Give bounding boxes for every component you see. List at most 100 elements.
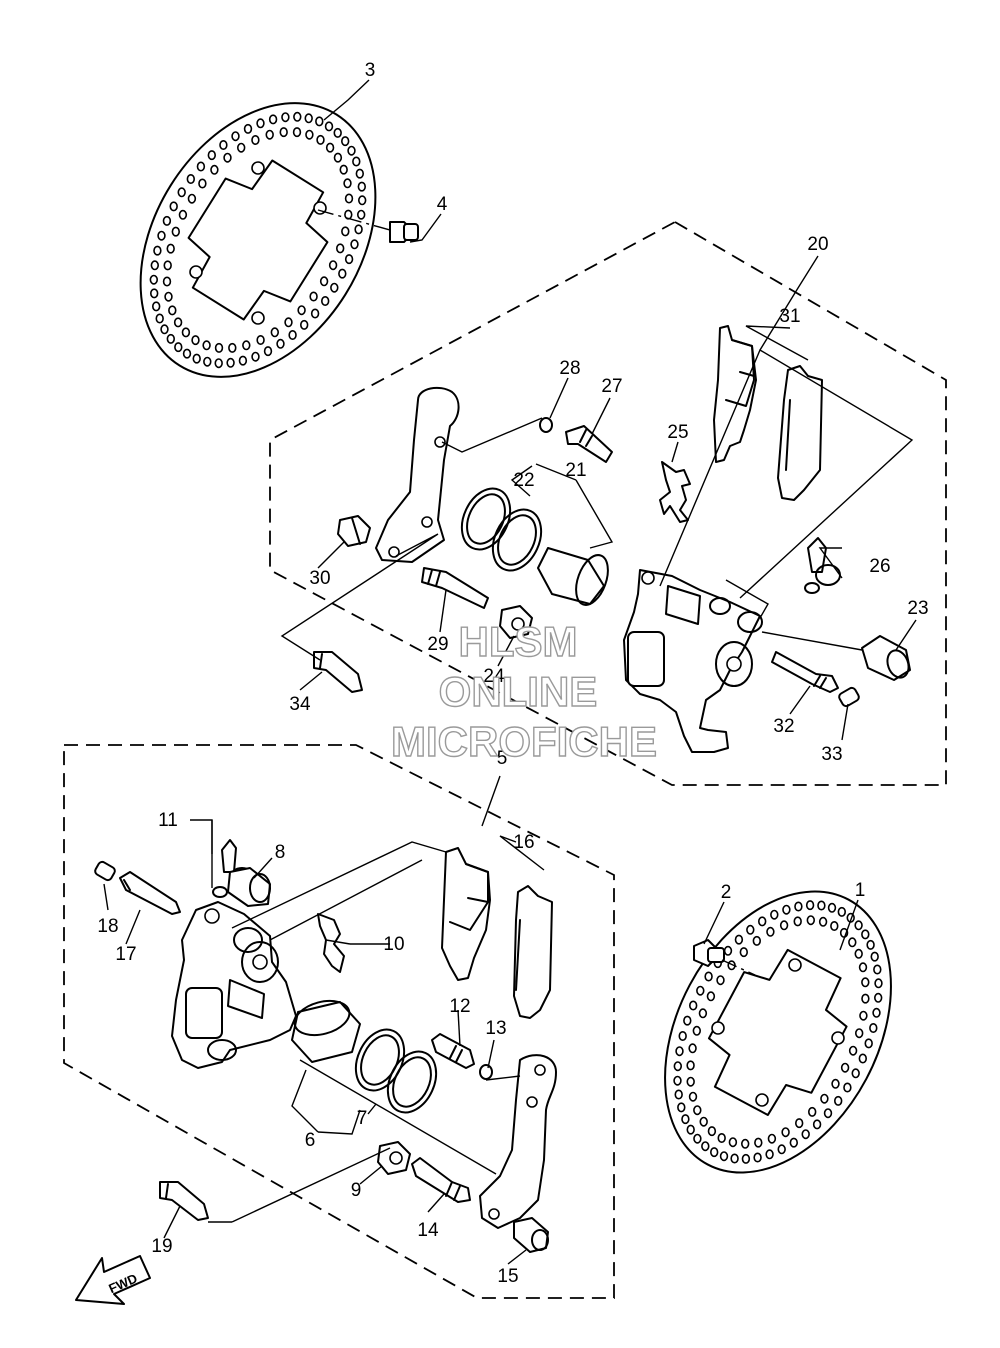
disc-vent-hole: [688, 1043, 697, 1054]
disc-vent-hole: [325, 142, 335, 153]
disc-vent-hole: [162, 276, 172, 287]
disc-vent-hole: [779, 920, 789, 931]
collar-8: [227, 867, 271, 907]
callout-3: 3: [365, 60, 376, 81]
bolt-34: [313, 651, 363, 693]
disc-vent-hole: [741, 1153, 751, 1164]
disc-vent-hole: [827, 902, 837, 913]
disc-vent-hole: [801, 1129, 810, 1140]
disc-vent-hole: [673, 1075, 682, 1086]
disc-vent-hole: [355, 168, 364, 179]
piston-seals-7: [354, 1028, 438, 1114]
disc-vent-hole: [858, 1053, 867, 1064]
callout-17: 17: [115, 944, 136, 965]
disc-vent-hole: [163, 260, 172, 271]
bolt-14: [411, 1157, 471, 1203]
disc-vent-hole: [150, 288, 159, 299]
disc-vent-hole: [196, 161, 206, 172]
piston-21: [537, 547, 609, 606]
disc-vent-hole: [265, 129, 274, 140]
bolt-29: [421, 567, 489, 609]
disc-vent-hole: [152, 301, 161, 312]
disc-vent-hole: [854, 920, 863, 931]
disc-vent-hole: [333, 127, 342, 138]
disc-vent-hole: [818, 916, 828, 927]
disc-vent-hole: [198, 178, 207, 189]
disc-vent-hole: [256, 118, 265, 129]
watermark-line-2: ONLINE: [439, 668, 598, 715]
disc-vent-hole: [674, 1089, 683, 1100]
watermark-line-3: MICROFICHE: [391, 718, 657, 765]
disc-vent-hole: [155, 313, 164, 324]
disc-vent-hole: [854, 948, 863, 959]
disc-vent-hole: [673, 1061, 682, 1072]
callout-32: 32: [773, 716, 794, 737]
callout-4: 4: [437, 194, 448, 215]
disc-vent-hole: [765, 1149, 774, 1160]
watermark: HLSM ONLINE MICROFICHE: [390, 617, 657, 765]
disc-vent-hole: [251, 135, 260, 146]
upper-alignment-lines: [280, 348, 914, 661]
disc-vent-hole: [861, 993, 870, 1004]
disc-vent-hole: [688, 1000, 698, 1011]
disc-vent-hole: [357, 181, 366, 192]
disc-vent-hole: [242, 340, 251, 351]
callout-8: 8: [275, 842, 286, 863]
disc-vent-hole: [347, 145, 356, 156]
disc-vent-hole: [789, 1137, 798, 1148]
disc-vent-hole: [352, 156, 361, 167]
disc-vent-hole: [177, 187, 186, 198]
disc-vent-hole: [678, 1031, 687, 1042]
disc-vent-hole: [793, 916, 802, 927]
disc-vent-hole: [701, 1141, 710, 1152]
disc-vent-hole: [358, 195, 367, 206]
nut-24: [499, 605, 533, 639]
spring-33: [838, 686, 860, 708]
disc-vent-hole: [677, 1102, 686, 1113]
disc-vent-hole: [692, 1025, 701, 1036]
callout-11: 11: [158, 810, 178, 831]
disc-vent-hole: [319, 276, 329, 287]
disc-vent-hole: [706, 991, 716, 1002]
bolt-19: [159, 1181, 209, 1221]
disc-vent-hole: [869, 1022, 878, 1033]
disc-vent-hole: [350, 239, 359, 250]
disc-vent-hole: [681, 1114, 690, 1125]
callout-16: 16: [513, 832, 534, 853]
callout-15: 15: [497, 1266, 518, 1287]
disc-vent-hole: [344, 209, 353, 220]
caliper-body-lower: [171, 901, 297, 1069]
disc-vent-hole: [734, 934, 744, 945]
disc-vent-hole: [187, 193, 197, 204]
disc-vent-hole: [723, 945, 733, 956]
disc-vent-hole: [781, 1127, 790, 1138]
piston-seals-22: [460, 487, 543, 572]
callout-25: 25: [667, 422, 688, 443]
disc-vent-hole: [310, 308, 320, 319]
disc-vent-hole: [202, 340, 211, 351]
disc-vent-hole: [730, 1153, 739, 1164]
disc-vent-hole: [805, 900, 815, 911]
disc-vent-hole: [754, 1137, 763, 1148]
caliper-bracket-upper: [375, 386, 460, 563]
disc-vent-hole: [333, 152, 343, 163]
disc-vent-hole: [864, 1038, 873, 1049]
callout-34: 34: [289, 694, 311, 715]
callout-leaders: [103, 79, 917, 1265]
disc-vent-hole: [740, 1138, 750, 1149]
disc-vent-hole: [238, 355, 248, 366]
disc-vent-hole: [812, 1119, 822, 1130]
disc-vent-hole: [186, 174, 196, 185]
disc-vent-hole: [343, 178, 352, 189]
caliper-assembly-5-outline: [63, 744, 615, 1299]
disc-vent-hole: [153, 245, 162, 256]
nut-9: [377, 1141, 411, 1175]
caliper-body-upper: [623, 569, 763, 753]
disc-vent-hole: [746, 924, 755, 935]
disc-vent-hole: [243, 123, 253, 134]
disc-vent-hole: [782, 904, 791, 915]
callout-12: 12: [449, 996, 470, 1017]
pin-32: [771, 651, 839, 693]
disc-vent-hole: [214, 358, 223, 369]
